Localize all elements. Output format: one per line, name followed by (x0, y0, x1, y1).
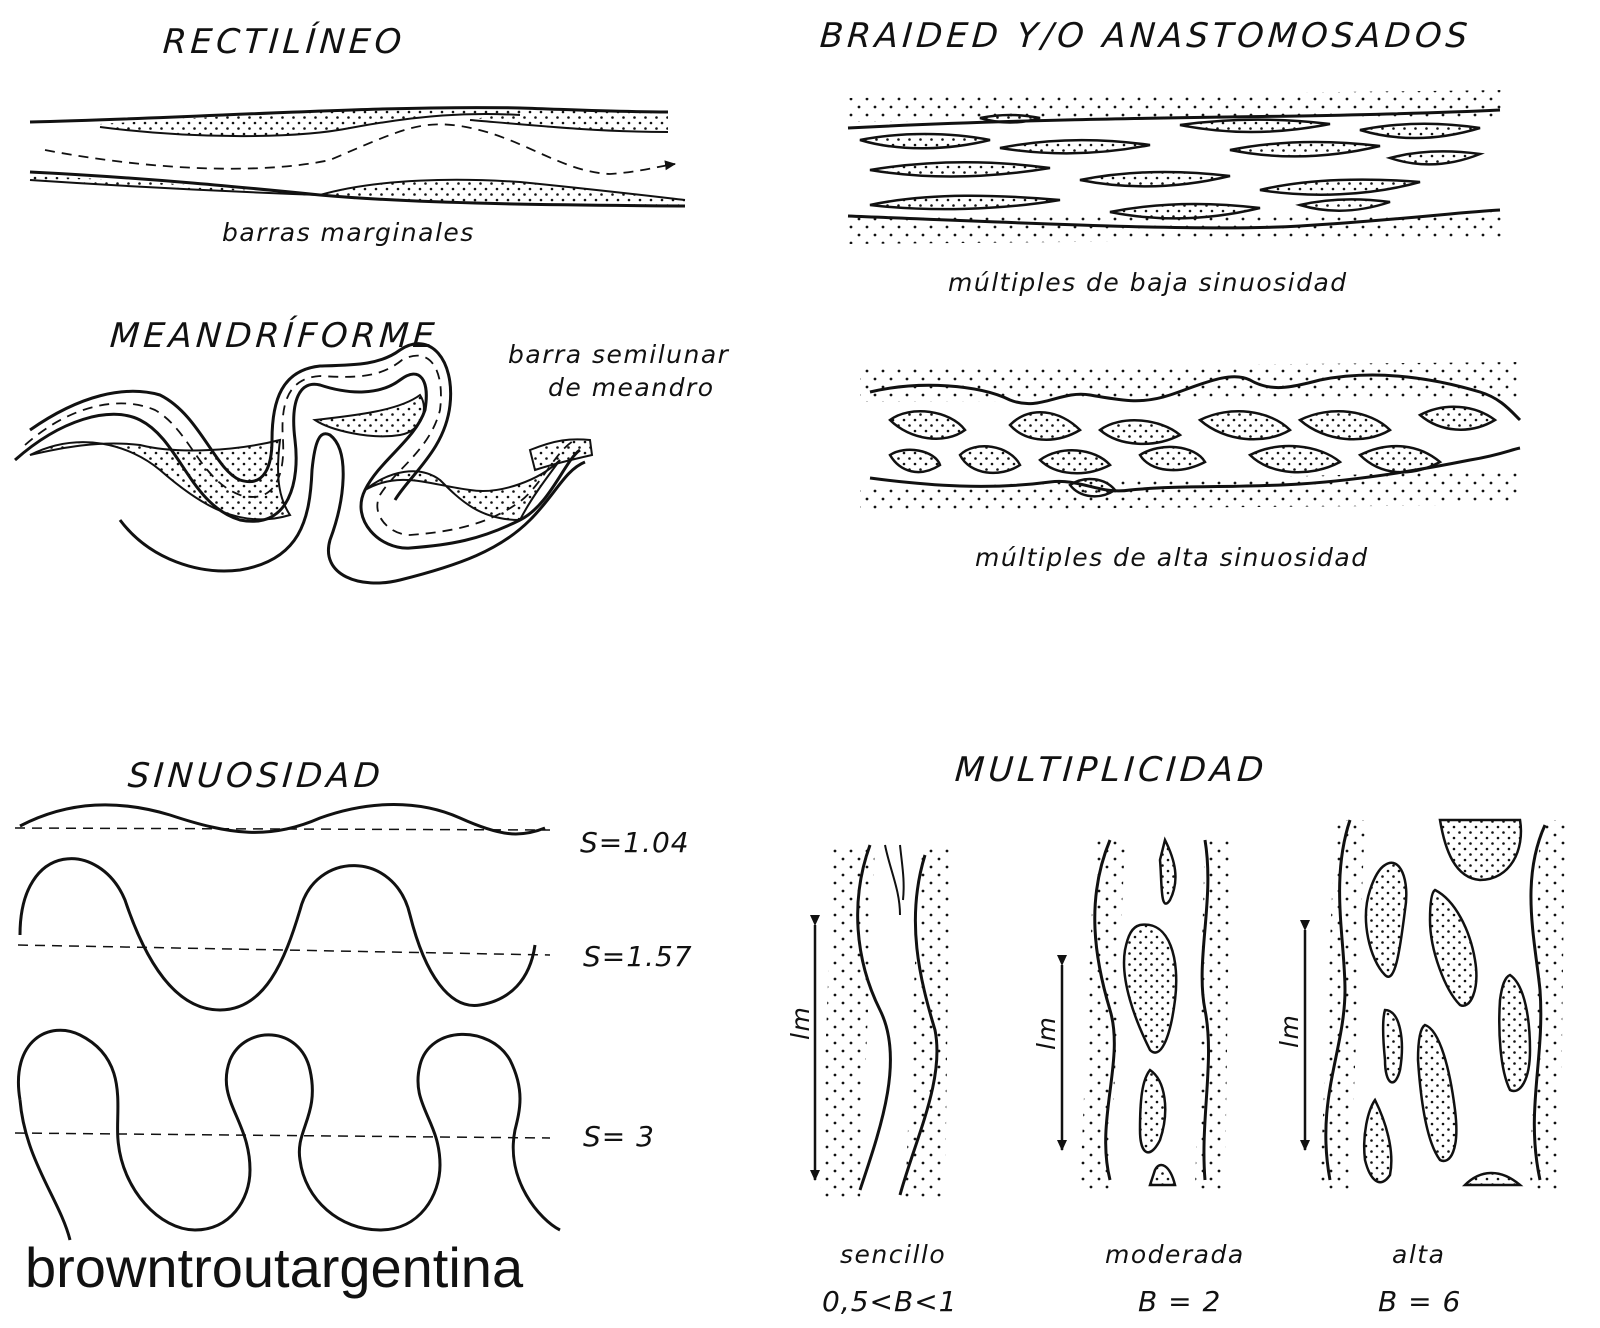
caption-de-meandro: de meandro (548, 373, 715, 402)
title-braided: BRAIDED Y/O ANASTOMOSADOS (818, 16, 1473, 56)
straight-channel-diagram (30, 108, 685, 206)
sinuosity-value-3: S= 3 (583, 1120, 655, 1153)
title-sinuosidad: SINUOSIDAD (126, 756, 386, 796)
title-meandriforme: MEANDRÍFORME (108, 316, 440, 356)
title-rectilineo: RECTILÍNEO (161, 22, 407, 62)
lm-label-moderada: lm (1032, 1015, 1061, 1050)
multiplicity-value-moderada: B = 2 (1138, 1285, 1222, 1318)
braided-low-sinuosity-diagram (848, 90, 1505, 244)
watermark-text: browntroutargentina (25, 1236, 524, 1299)
multiplicity-value-sencillo: 0,5<B<1 (822, 1285, 958, 1318)
sinuosity-value-2: S=1.57 (583, 940, 693, 973)
caption-barra-semilunar: barra semilunar (508, 340, 730, 369)
sinuosity-value-1: S=1.04 (580, 826, 690, 859)
multiplicity-label-alta: alta (1392, 1240, 1446, 1269)
sinuosity-curves (15, 805, 560, 1241)
caption-alta-sinuosidad: múltiples de alta sinuosidad (975, 543, 1369, 572)
braided-high-sinuosity-diagram (860, 362, 1520, 510)
caption-baja-sinuosidad: múltiples de baja sinuosidad (948, 268, 1348, 297)
multiplicity-label-moderada: moderada (1105, 1240, 1245, 1269)
multiplicity-value-alta: B = 6 (1378, 1285, 1462, 1318)
multiplicity-diagrams (810, 820, 1565, 1200)
lm-label-alta: lm (1275, 1013, 1304, 1048)
caption-barras-marginales: barras marginales (222, 218, 475, 247)
lm-label-sencillo: lm (786, 1005, 815, 1040)
title-multiplicidad: MULTIPLICIDAD (953, 750, 1269, 790)
multiplicity-label-sencillo: sencillo (840, 1240, 947, 1269)
meandering-channel-diagram (15, 344, 592, 583)
